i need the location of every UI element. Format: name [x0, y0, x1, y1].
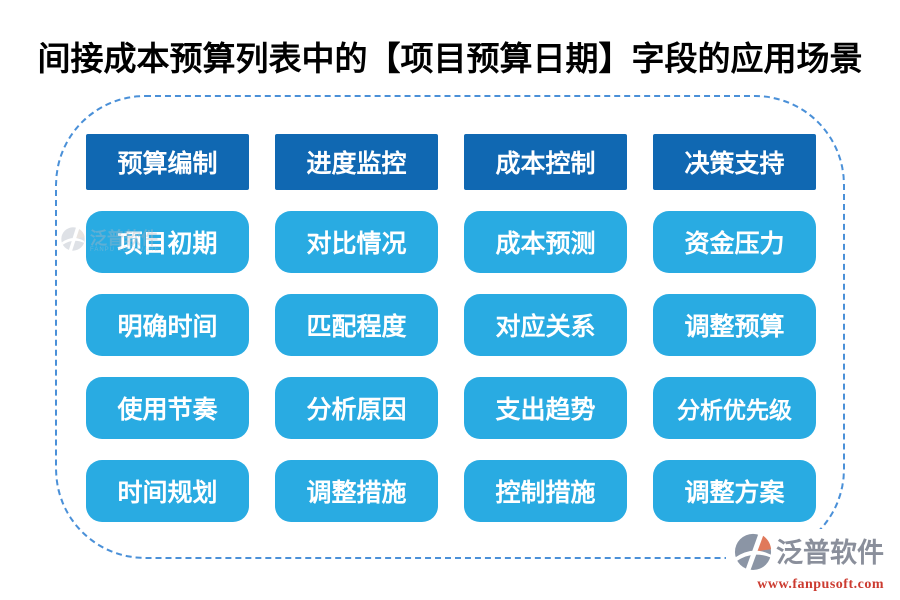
scenario-grid: 预算编制 进度监控 成本控制 决策支持 项目初期 对比情况 成本预测 资金压力 … — [86, 134, 816, 522]
category-header-progress: 进度监控 — [275, 134, 438, 190]
category-header-cost-control: 成本控制 — [464, 134, 627, 190]
scenario-block: 调整方案 — [653, 460, 816, 522]
scenario-block: 成本预测 — [464, 211, 627, 273]
scenario-block: 项目初期 — [86, 211, 249, 273]
scenario-block: 调整预算 — [653, 294, 816, 356]
category-header-decision: 决策支持 — [653, 134, 816, 190]
page-title: 间接成本预算列表中的【项目预算日期】字段的应用场景 — [37, 42, 863, 78]
fanpu-brand-text: 泛普软件 — [776, 537, 884, 568]
scenario-block: 对应关系 — [464, 294, 627, 356]
scenario-block: 时间规划 — [86, 460, 249, 522]
category-header-budgeting: 预算编制 — [86, 134, 249, 190]
scenario-block: 分析优先级 — [653, 377, 816, 439]
scenario-block: 匹配程度 — [275, 294, 438, 356]
scenario-block: 使用节奏 — [86, 377, 249, 439]
dashed-border-panel — [55, 95, 845, 559]
scenario-block: 资金压力 — [653, 211, 816, 273]
fanpu-website-url: www.fanpusoft.com — [757, 576, 884, 592]
scenario-block: 分析原因 — [275, 377, 438, 439]
scenario-block: 支出趋势 — [464, 377, 627, 439]
scenario-block: 明确时间 — [86, 294, 249, 356]
fanpu-logo-icon — [734, 531, 772, 576]
scenario-block: 控制措施 — [464, 460, 627, 522]
scenario-block: 对比情况 — [275, 211, 438, 273]
fanpu-logo: 泛普软件 www.fanpusoft.com — [726, 528, 886, 594]
scenario-block: 调整措施 — [275, 460, 438, 522]
